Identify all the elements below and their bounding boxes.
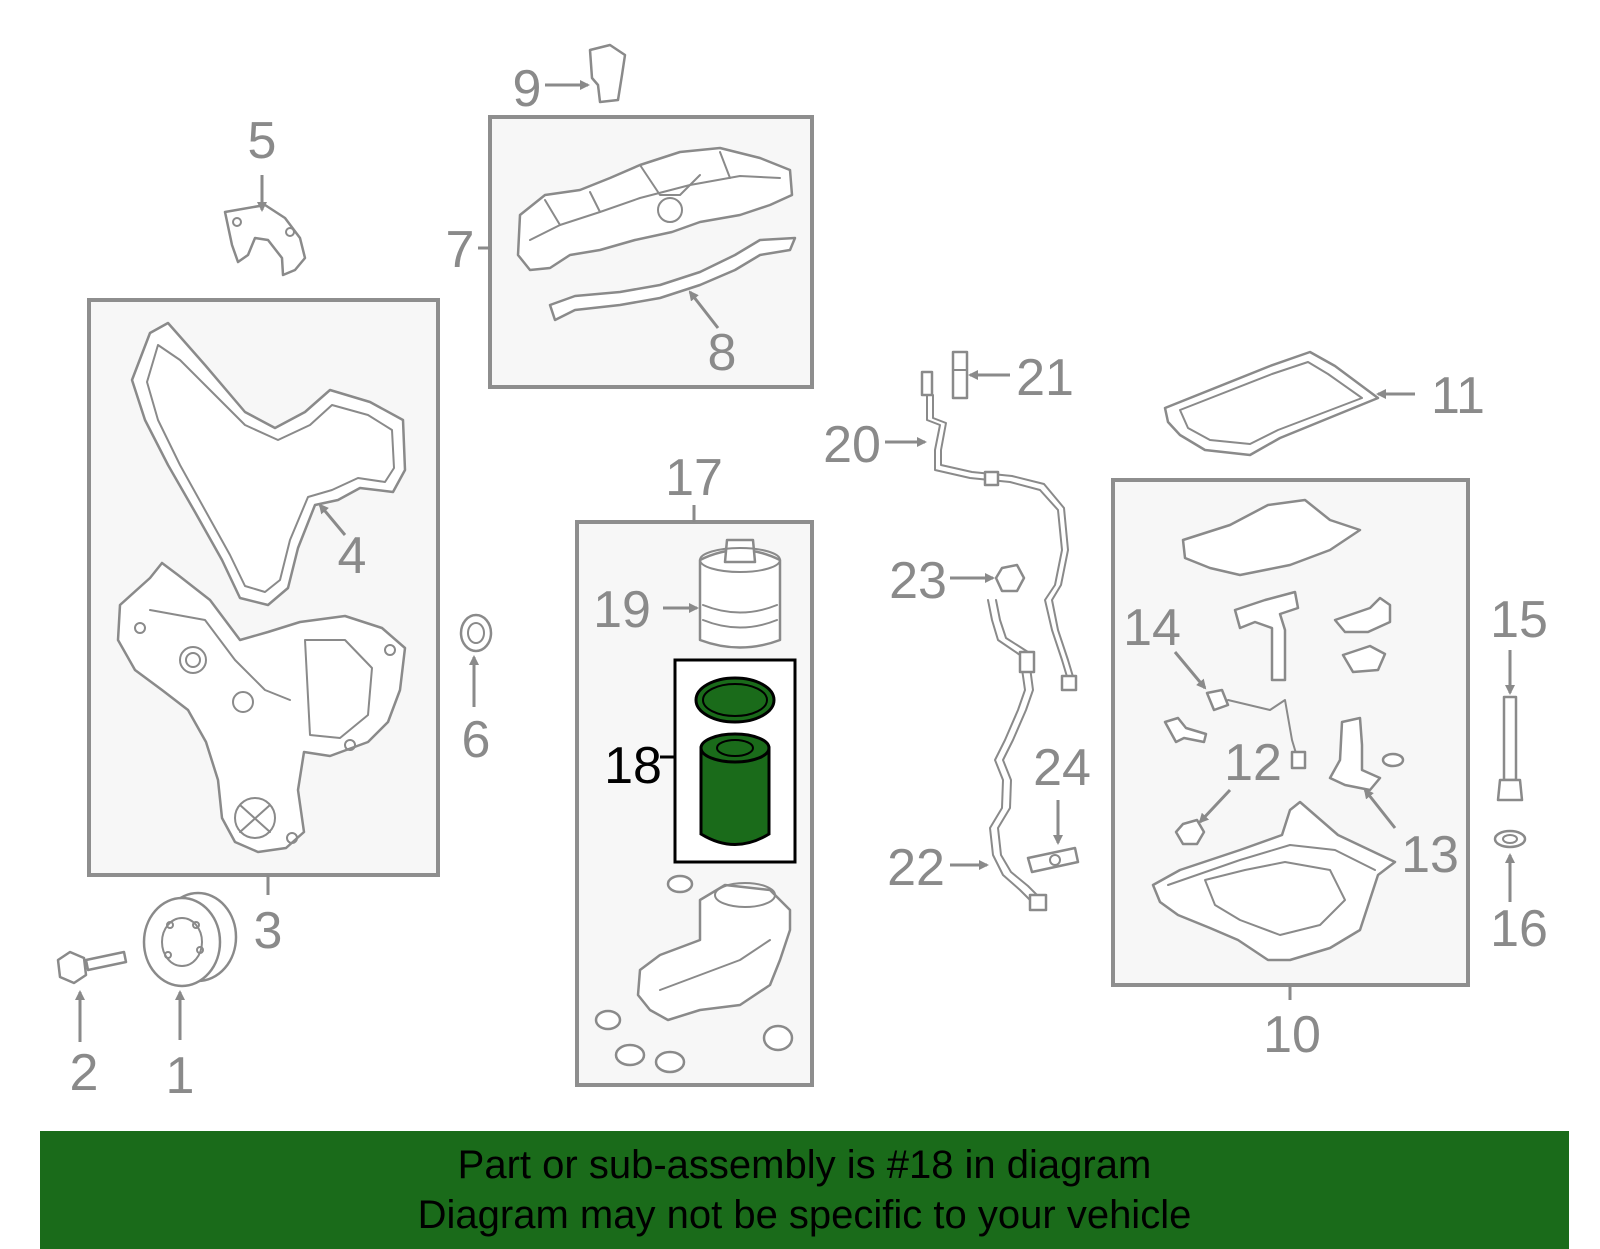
part-22-tube[interactable]: [987, 599, 1048, 912]
part-8-gasket[interactable]: [548, 236, 797, 322]
part-2-bolt[interactable]: [56, 950, 128, 985]
callout-3: 3: [254, 902, 283, 960]
callout-2: 2: [70, 1044, 99, 1102]
part-19-filter-cap[interactable]: [698, 538, 782, 649]
callout-23: 23: [889, 552, 947, 610]
callout-14: 14: [1123, 599, 1181, 657]
part-3-timing-cover[interactable]: [116, 561, 407, 854]
callout-15: 15: [1490, 591, 1548, 649]
callout-12: 12: [1224, 734, 1282, 792]
part-7-valve-cover[interactable]: [516, 146, 794, 272]
oil-pan-group-parts[interactable]: [1151, 498, 1405, 962]
callout-7: 7: [446, 221, 475, 279]
callout-4: 4: [338, 527, 367, 585]
part-11-gasket[interactable]: [1163, 350, 1380, 457]
callout-21: 21: [1016, 349, 1074, 407]
callout-17: 17: [665, 449, 723, 507]
callout-9: 9: [513, 60, 542, 118]
callout-10: 10: [1263, 1006, 1321, 1064]
part-24-gasket[interactable]: [1026, 846, 1080, 874]
part-16-washer[interactable]: [1493, 829, 1527, 849]
callout-11: 11: [1431, 367, 1485, 425]
callout-13: 13: [1401, 826, 1459, 884]
part-15-bolt[interactable]: [1496, 695, 1524, 802]
oil-filter-housing[interactable]: [594, 874, 794, 1074]
part-4-gasket[interactable]: [130, 321, 407, 607]
callout-19: 19: [593, 581, 651, 639]
callout-numbers: 1 2 3 4 5 6 7 8 9 10 11 12 13 14 15 16 1…: [70, 60, 1548, 1105]
callout-1: 1: [166, 1047, 195, 1105]
leader-lines: [75, 80, 1515, 1042]
part-21-sensor[interactable]: [951, 350, 969, 400]
part-20-harness[interactable]: [920, 370, 1078, 692]
part-18-oil-filter[interactable]: [694, 676, 776, 846]
part-6-seal[interactable]: [459, 613, 493, 653]
callout-24: 24: [1033, 739, 1091, 797]
callout-5: 5: [248, 112, 277, 170]
callout-22: 22: [887, 839, 945, 897]
callout-6: 6: [462, 711, 491, 769]
part-5-bracket[interactable]: [223, 203, 307, 277]
callout-8: 8: [708, 324, 737, 382]
part-9-breather[interactable]: [588, 43, 627, 104]
callout-20: 20: [823, 416, 881, 474]
part-23-plug[interactable]: [994, 563, 1026, 593]
callout-16: 16: [1490, 900, 1548, 958]
banner-line-1: Part or sub-assembly is #18 in diagram: [457, 1143, 1152, 1187]
part-1-pulley[interactable]: [142, 891, 238, 988]
callout-18: 18: [604, 737, 662, 795]
info-banner: Part or sub-assembly is #18 in diagram D…: [40, 1131, 1569, 1249]
banner-line-2: Diagram may not be specific to your vehi…: [417, 1193, 1192, 1237]
